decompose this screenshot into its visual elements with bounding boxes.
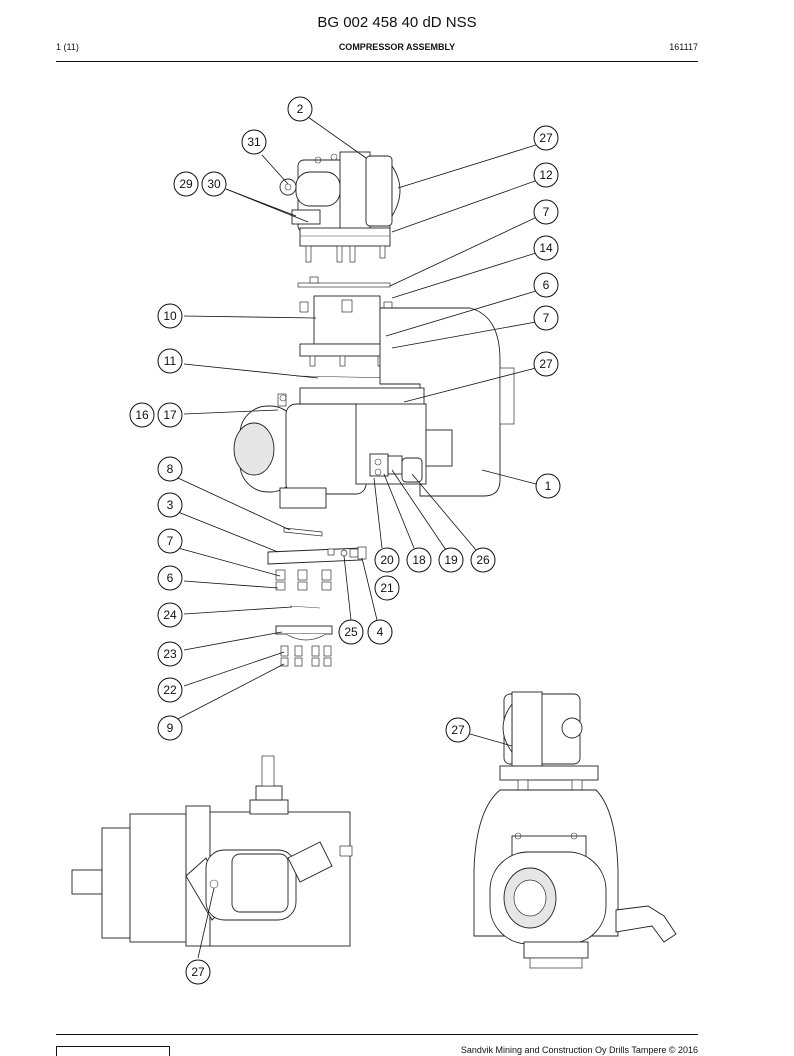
svg-text:27: 27	[451, 723, 465, 737]
svg-text:24: 24	[163, 608, 177, 622]
callout-2: 2	[287, 96, 313, 122]
callout-7: 7	[533, 199, 559, 225]
svg-text:31: 31	[247, 135, 261, 149]
svg-text:7: 7	[167, 534, 174, 548]
front-view-drawing	[473, 691, 677, 969]
svg-text:8: 8	[167, 462, 174, 476]
svg-text:6: 6	[543, 278, 550, 292]
callout-6: 6	[157, 565, 183, 591]
svg-text:2: 2	[297, 102, 304, 116]
svg-text:12: 12	[539, 168, 553, 182]
svg-text:16: 16	[135, 408, 149, 422]
svg-text:10: 10	[163, 309, 177, 323]
callout-22: 22	[157, 677, 183, 703]
svg-text:20: 20	[380, 553, 394, 567]
header-rule	[56, 61, 698, 62]
gasket-part	[297, 276, 391, 288]
svg-text:27: 27	[539, 131, 553, 145]
callout-27: 27	[533, 351, 559, 377]
svg-text:22: 22	[163, 683, 177, 697]
callout-8: 8	[157, 456, 183, 482]
callout-1: 1	[535, 473, 561, 499]
svg-text:27: 27	[539, 357, 553, 371]
svg-text:11: 11	[164, 354, 177, 368]
svg-text:30: 30	[207, 177, 221, 191]
adapter-block-part	[295, 295, 397, 379]
svg-text:29: 29	[179, 177, 193, 191]
section-title: COMPRESSOR ASSEMBLY	[338, 42, 456, 52]
callout-23: 23	[157, 641, 183, 667]
coupling-pins-part	[275, 569, 332, 591]
callout-29: 29	[173, 171, 199, 197]
svg-text:6: 6	[167, 571, 174, 585]
callout-7: 7	[533, 305, 559, 331]
svg-text:14: 14	[539, 241, 553, 255]
side-view-drawing	[71, 755, 353, 947]
callout-6: 6	[533, 272, 559, 298]
leader-lines	[175, 116, 538, 959]
svg-text:4: 4	[377, 625, 384, 639]
callout-31: 31	[241, 129, 267, 155]
callout-19: 19	[438, 547, 464, 573]
footer-rule	[56, 1034, 698, 1035]
callout-18: 18	[406, 547, 432, 573]
svg-text:27: 27	[191, 965, 205, 979]
bottom-pins-part	[280, 645, 332, 667]
bottom-plate-part	[275, 625, 333, 641]
compressor-body-part	[233, 307, 515, 509]
callout-9: 9	[157, 715, 183, 741]
callout-26: 26	[470, 547, 496, 573]
page-number: 1 (11)	[56, 42, 79, 52]
svg-text:3: 3	[167, 498, 174, 512]
callout-27: 27	[445, 717, 471, 743]
company-logo	[56, 1046, 170, 1056]
svg-text:21: 21	[380, 581, 394, 595]
callout-10: 10	[157, 303, 183, 329]
callout-27: 27	[533, 125, 559, 151]
callout-12: 12	[533, 162, 559, 188]
shim-part	[289, 605, 321, 609]
callout-11: 11	[157, 348, 183, 374]
svg-text:18: 18	[412, 553, 426, 567]
callout-27: 27	[185, 959, 211, 985]
valve-head-part	[279, 151, 401, 263]
svg-text:9: 9	[167, 721, 174, 735]
svg-text:7: 7	[543, 311, 550, 325]
callout-3: 3	[157, 492, 183, 518]
callout-7: 7	[157, 528, 183, 554]
callout-4: 4	[367, 619, 393, 645]
callout-17: 17	[157, 402, 183, 428]
svg-text:19: 19	[444, 553, 458, 567]
footer-copyright: Sandvik Mining and Construction Oy Drill…	[460, 1045, 698, 1055]
svg-text:1: 1	[545, 479, 552, 493]
svg-text:25: 25	[344, 625, 358, 639]
callout-25: 25	[338, 619, 364, 645]
svg-text:17: 17	[163, 408, 177, 422]
coupling-plate-part	[267, 547, 363, 565]
svg-text:23: 23	[163, 647, 177, 661]
key-part	[283, 527, 323, 537]
callout-20: 20	[374, 547, 400, 573]
date-code: 161117	[669, 42, 698, 52]
svg-text:7: 7	[543, 205, 550, 219]
document-title: BG 002 458 40 dD NSS	[317, 14, 477, 31]
callout-30: 30	[201, 171, 227, 197]
svg-text:26: 26	[476, 553, 490, 567]
callout-14: 14	[533, 235, 559, 261]
callout-24: 24	[157, 602, 183, 628]
callout-16: 16	[129, 402, 155, 428]
callout-21: 21	[374, 575, 400, 601]
